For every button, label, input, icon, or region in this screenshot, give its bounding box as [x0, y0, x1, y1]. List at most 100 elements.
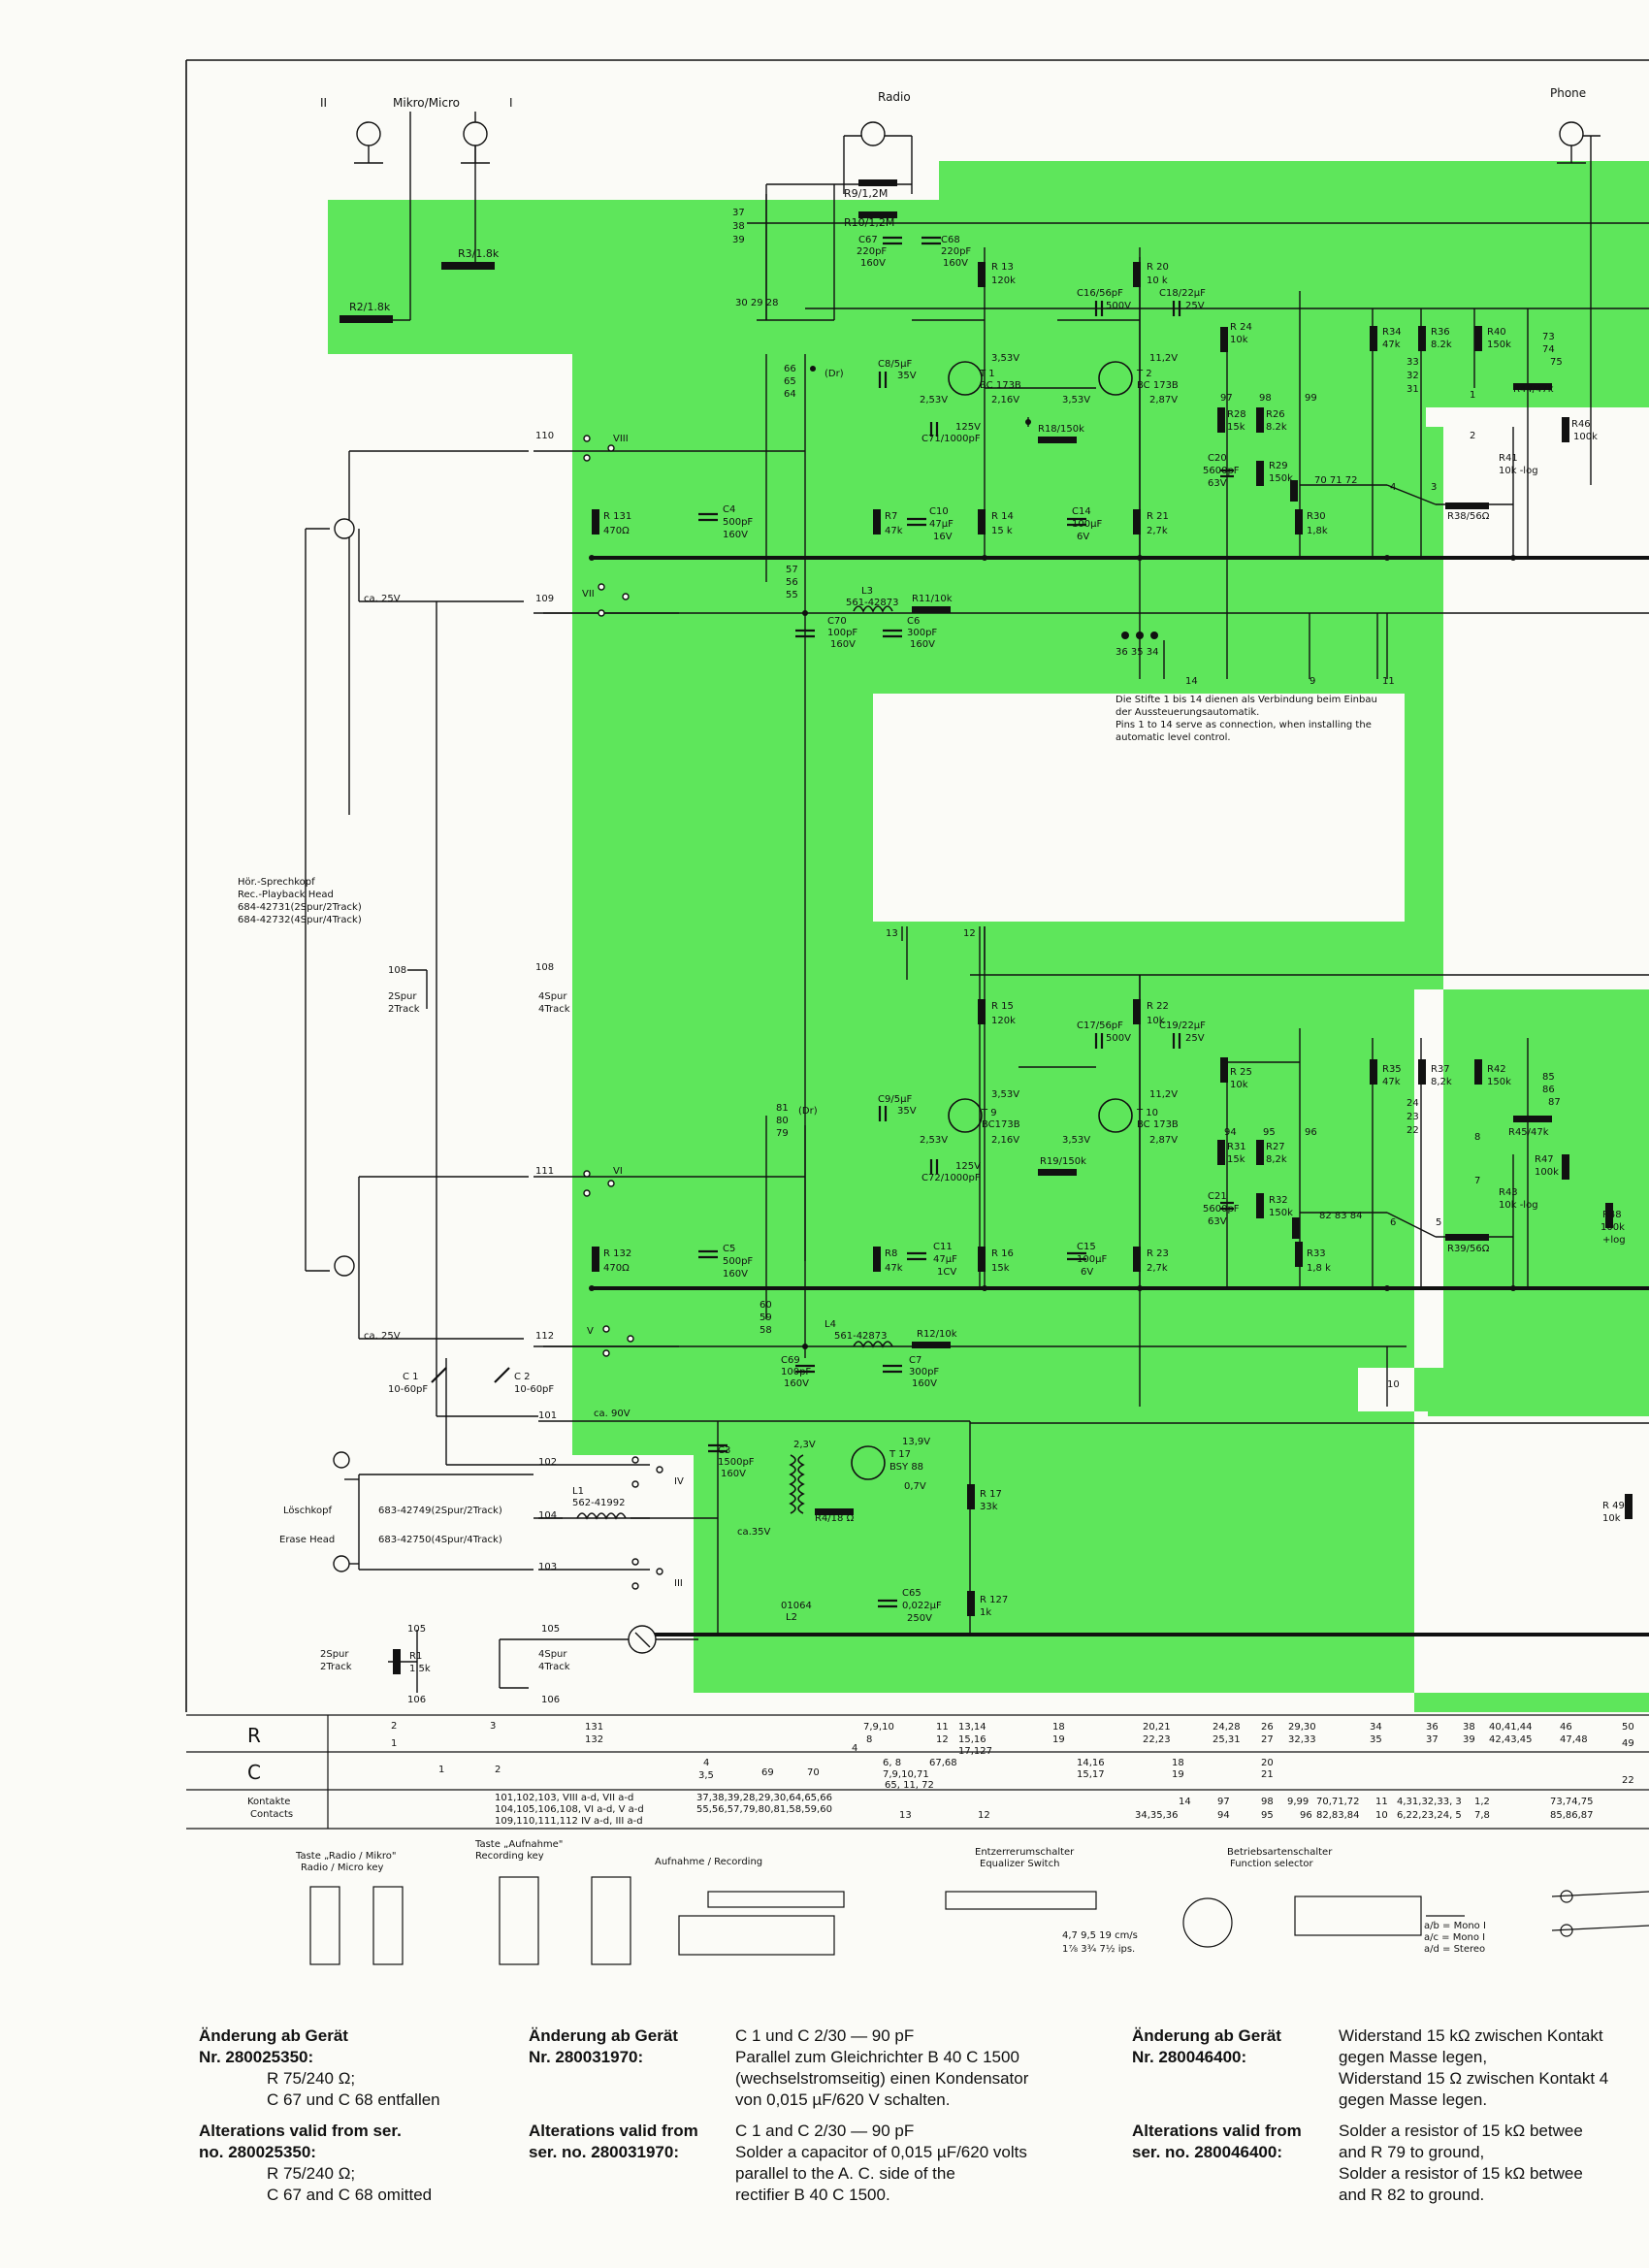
label-components-c14u: 6V — [1077, 532, 1089, 542]
label-components-l3v: 561-42873 — [846, 598, 899, 608]
label-table-r_top-11: 34 — [1370, 1722, 1382, 1733]
label-components-r1v: 1.5k — [409, 1664, 431, 1674]
label-test_points-v7: 3,53V — [991, 1089, 1019, 1100]
label-components-r35: R35 — [1382, 1064, 1402, 1075]
label-table-k_items-7: 70,71,72 — [1316, 1797, 1360, 1807]
label-components-r10: R10/1,2M — [844, 216, 894, 229]
label-components-c21u: 63V — [1208, 1216, 1227, 1227]
label-table-k_items2-6: 7,8 — [1474, 1810, 1490, 1821]
label-components-r38: R38/56Ω — [1447, 511, 1490, 522]
label-components-c21: C21 — [1208, 1191, 1227, 1202]
label-table-k_items-6: 9,99 — [1287, 1797, 1309, 1807]
label-table-k3: 109,110,111,112 IV a-d, III a-d — [495, 1816, 643, 1827]
label-components-r30: R30 — [1307, 511, 1326, 522]
label-components-r16v: 15k — [991, 1263, 1010, 1274]
label-table-c_mid-2: 70 — [807, 1767, 820, 1778]
label-heads-spur4: 4Spur — [538, 1649, 567, 1660]
label-heads-track4: 4Track — [538, 1004, 570, 1015]
label-numbers-n95: 95 — [1263, 1127, 1276, 1138]
label-components-r40: R40 — [1487, 327, 1506, 338]
label-heads-track2: 2Track — [388, 1004, 420, 1015]
label-components-r24v: 10k — [1230, 335, 1248, 345]
label-components-c11v: 47µF — [933, 1254, 957, 1265]
label-numbers-n96: 96 — [1305, 1127, 1317, 1138]
label-numbers-n7: 7 — [1474, 1176, 1480, 1186]
label-components-r1: R1 — [409, 1651, 422, 1662]
label-numbers-n4: 4 — [1390, 482, 1396, 493]
switches — [583, 435, 663, 1590]
label-components-l4: L4 — [824, 1319, 836, 1330]
label-components-r36v: 8.2k — [1431, 340, 1452, 350]
label-components-r20: R 20 — [1147, 262, 1169, 273]
jack-radio-label: Radio — [878, 90, 911, 104]
label-test_points-v14: 13,9V — [902, 1437, 930, 1447]
label-voltages-v90: ca. 90V — [594, 1409, 630, 1419]
label-components-r4: R4/18 Ω — [815, 1513, 855, 1524]
label-components-r8: R8 — [885, 1248, 897, 1259]
label-table-r_bot-3: 4 — [852, 1743, 857, 1754]
note-en1: Pins 1 to 14 serve as connection, when i… — [1116, 720, 1372, 730]
label-components-r9: R9/1,2M — [844, 187, 888, 200]
label-components-c65v: 0,022µF — [902, 1601, 942, 1611]
label-components-r17v: 33k — [980, 1502, 998, 1512]
label-components-c5u: 160V — [723, 1269, 748, 1280]
label-numbers-n106: 106 — [407, 1695, 426, 1705]
label-components-t2: T 2 — [1136, 369, 1152, 379]
label-table-r_top-0: 2 — [391, 1721, 397, 1732]
label-table-c_top-5: 14,16 — [1077, 1758, 1105, 1768]
label-heads-spur2: 2Spur — [320, 1649, 349, 1660]
label-table-r_top-7: 20,21 — [1143, 1722, 1171, 1733]
label-components-r40v: 150k — [1487, 340, 1511, 350]
label-numbers-n57: 57 — [786, 565, 798, 575]
label-components-c7: C7 — [909, 1355, 922, 1366]
label-numbers-n13: 13 — [886, 928, 898, 939]
label-components-c72: C72/1000pF — [922, 1173, 981, 1183]
label-components-r48w: +log — [1602, 1235, 1626, 1246]
label-components-t2t: BC 173B — [1137, 380, 1179, 391]
label-table-k_items-1: 12 — [978, 1810, 990, 1821]
label-table-k5: 55,56,57,79,80,81,58,59,60 — [696, 1804, 832, 1815]
label-table-r_bot-0: 1 — [391, 1738, 397, 1749]
label-components-r12: R12/10k — [917, 1329, 957, 1340]
label-numbers-n79: 79 — [776, 1128, 789, 1139]
label-numbers-n60: 60 — [760, 1300, 772, 1311]
label-components-r7: R7 — [885, 511, 897, 522]
label-table-k1: 101,102,103, VIII a-d, VII a-d — [495, 1793, 633, 1803]
label-components-r47v: 100k — [1535, 1167, 1559, 1178]
label-components-r48v: 100k — [1600, 1222, 1625, 1233]
label-components-r15v: 120k — [991, 1016, 1016, 1026]
label-switch_labels-s6: VI — [613, 1166, 623, 1177]
label-table-k_items-4: 97 — [1217, 1797, 1230, 1807]
label-table-c_top-2: 4 — [703, 1758, 709, 1768]
label-components-c11u: 1CV — [937, 1267, 956, 1278]
label-switch_labels-s4: IV — [674, 1476, 684, 1487]
label-table-r_top-3: 7,9,10 — [863, 1722, 894, 1733]
label-components-r42v: 150k — [1487, 1077, 1511, 1087]
label-heads-rec_de: Hör.-Sprechkopf — [238, 877, 315, 888]
jack-stands — [354, 146, 1586, 1648]
label-components-r25v: 10k — [1230, 1080, 1248, 1090]
label-numbers-n98: 98 — [1259, 393, 1272, 404]
label-switch_labels-s3: III — [674, 1578, 683, 1589]
label-numbers-n111: 111 — [535, 1166, 554, 1177]
label-table-c_mid-7: 22 — [1622, 1775, 1634, 1786]
label-numbers-n36: 36 35 34 — [1116, 647, 1159, 658]
label-test_points-v9: 2,53V — [920, 1135, 948, 1146]
label-switch_labels-s5: V — [587, 1326, 594, 1337]
label-components-c3: C3 — [718, 1445, 730, 1456]
label-keys-rec_de: Taste „Aufnahme" — [474, 1839, 563, 1850]
label-numbers-n1: 1 — [1470, 390, 1475, 401]
label-table-r_bot-15: 47,48 — [1560, 1734, 1588, 1745]
label-components-c16u: 500V — [1106, 301, 1131, 311]
label-components-r30v: 1,8k — [1307, 526, 1328, 536]
label-components-r13: R 13 — [991, 262, 1014, 273]
label-table-k_items2-7: 85,86,87 — [1550, 1810, 1594, 1821]
label-components-t17: T 17 — [889, 1449, 911, 1460]
label-numbers-n97: 97 — [1220, 393, 1233, 404]
label-components-r49v: 10k — [1602, 1513, 1621, 1524]
label-components-c15u: 6V — [1081, 1267, 1093, 1278]
label-components-r131v: 470Ω — [603, 526, 630, 536]
jack-mic-right: I — [509, 96, 513, 110]
label-components-r2: R2/1.8k — [349, 301, 391, 313]
label-components-c1: C 1 — [403, 1372, 419, 1382]
